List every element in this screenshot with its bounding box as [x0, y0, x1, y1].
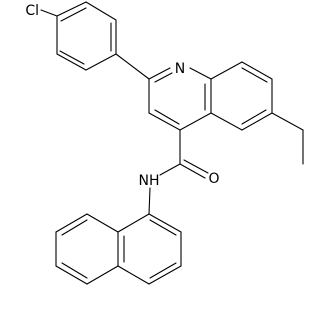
aryl-quinoline-bond: [115, 53, 150, 80]
benzo-ring: [210, 61, 273, 131]
pyridine-ring: [148, 67, 212, 131]
ethyl-group: [271, 112, 304, 165]
chlorophenyl-ring: [56, 1, 117, 71]
c-cl-bond: [40, 9, 58, 17]
chlorine-atom-label: Cl: [25, 3, 39, 19]
amide-oxygen-atom-label: O: [208, 171, 219, 187]
naphthyl-ring-a: [117, 213, 182, 285]
ring-nitrogen-atom-label: N: [175, 61, 185, 77]
amide-group: [148, 129, 209, 215]
naphthyl-ring-b: [55, 213, 119, 285]
amide-nh-atom-label: NH: [139, 173, 160, 189]
